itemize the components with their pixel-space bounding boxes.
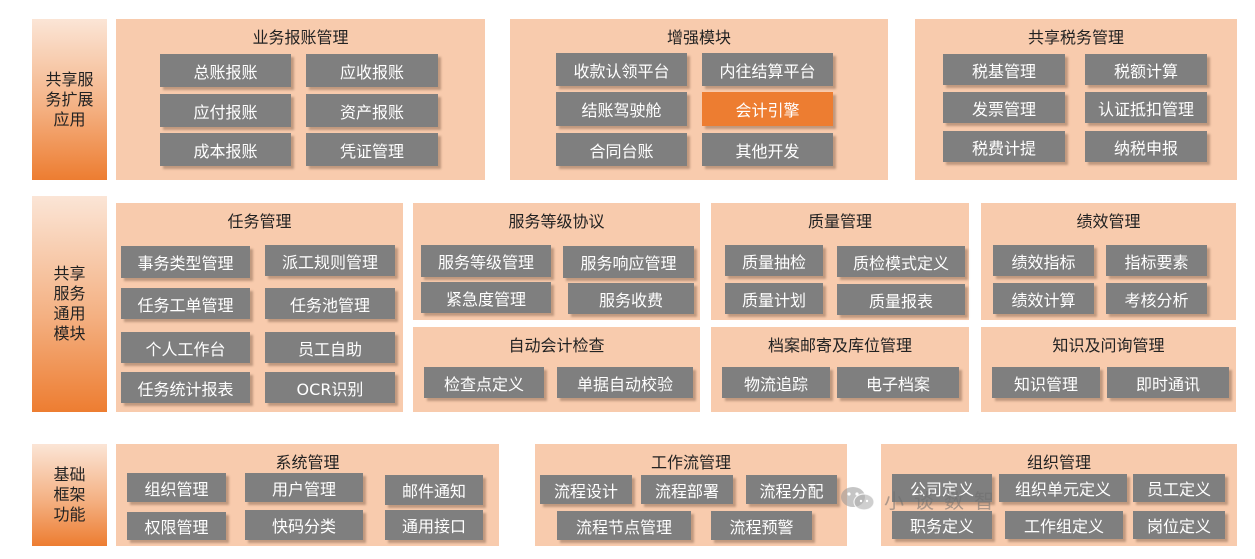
side-label-extension: 共享服 务扩展 应用 [32,19,107,180]
module-box[interactable]: 流程分配 [746,475,837,504]
side-label-common: 共享 服务 通用 模块 [32,196,107,412]
panel-enhancement: 增强模块 收款认领平台 内往结算平台 结账驾驶舱 会计引擎 合同台账 其他开发 [510,19,888,180]
panel-title: 系统管理 [275,453,340,472]
module-box[interactable]: 税基管理 [943,54,1065,85]
module-box[interactable]: 检查点定义 [424,367,544,398]
wechat-icon [841,487,875,511]
module-box[interactable]: 税额计算 [1085,54,1207,85]
module-box[interactable]: 组织管理 [127,473,226,502]
panel-title: 工作流管理 [650,453,731,472]
module-box[interactable]: 质量抽检 [725,245,823,276]
module-box[interactable]: 岗位定义 [1133,511,1225,539]
module-box[interactable]: 物流追踪 [722,367,830,398]
module-box[interactable]: 权限管理 [127,512,226,540]
module-box[interactable]: 快码分类 [245,510,363,540]
panel-title: 服务等级协议 [508,212,605,231]
module-box[interactable]: 凭证管理 [306,133,438,166]
module-box[interactable]: 流程节点管理 [557,511,691,540]
module-box[interactable]: 事务类型管理 [121,246,250,278]
panel-title: 档案邮寄及库位管理 [767,336,912,355]
module-box[interactable]: 公司定义 [892,474,992,502]
module-box[interactable]: 税费计提 [943,131,1065,162]
module-box[interactable]: 应收报账 [306,54,438,87]
module-box-highlight[interactable]: 会计引擎 [702,92,833,126]
module-box[interactable]: 质量报表 [837,284,965,315]
module-box[interactable]: 通用接口 [385,510,483,540]
panel-title: 增强模块 [666,28,731,47]
module-box[interactable]: OCR识别 [265,372,395,403]
panel-shared-tax: 共享税务管理 税基管理 税额计算 发票管理 认证抵扣管理 税费计提 纳税申报 [915,19,1237,180]
module-box[interactable]: 任务统计报表 [121,372,250,403]
module-box[interactable]: 质量计划 [725,283,823,314]
module-box[interactable]: 考核分析 [1106,283,1207,314]
module-box[interactable]: 应付报账 [160,94,291,127]
module-box[interactable]: 纳税申报 [1085,131,1207,162]
module-box[interactable]: 知识管理 [992,367,1100,398]
panel-title: 共享税务管理 [1027,28,1124,47]
module-box[interactable]: 任务池管理 [265,288,395,319]
panel-organization: 组织管理 公司定义 组织单元定义 员工定义 职务定义 工作组定义 岗位定义 [881,444,1237,546]
module-box[interactable]: 发票管理 [943,92,1065,123]
panel-sla: 服务等级协议 服务等级管理 服务响应管理 紧急度管理 服务收费 [413,203,700,320]
panel-performance: 绩效管理 绩效指标 指标要素 绩效计算 考核分析 [981,203,1236,320]
panel-knowledge: 知识及问询管理 知识管理 即时通讯 [981,327,1236,412]
module-box[interactable]: 员工自助 [265,332,395,363]
module-box[interactable]: 资产报账 [306,94,438,127]
module-box[interactable]: 个人工作台 [121,332,250,363]
module-box[interactable]: 流程预警 [711,511,812,540]
panel-title: 绩效管理 [1076,212,1141,231]
module-box[interactable]: 绩效计算 [993,283,1094,314]
module-box[interactable]: 绩效指标 [993,245,1094,276]
side-label-foundation: 基础 框架 功能 [32,444,107,546]
module-box[interactable]: 单据自动校验 [557,367,693,398]
module-box[interactable]: 流程设计 [540,475,632,504]
module-box[interactable]: 任务工单管理 [121,288,250,319]
module-box[interactable]: 服务等级管理 [421,245,551,277]
watermark-text: 小谈数智 [884,488,1004,513]
panel-title: 组织管理 [1026,453,1091,472]
module-box[interactable]: 认证抵扣管理 [1085,92,1207,123]
panel-auto-accounting-check: 自动会计检查 检查点定义 单据自动校验 [413,327,700,412]
module-box[interactable]: 即时通讯 [1107,367,1229,398]
module-box[interactable]: 指标要素 [1106,245,1207,276]
module-box[interactable]: 服务响应管理 [563,246,694,278]
panel-workflow: 工作流管理 流程设计 流程部署 流程分配 流程节点管理 流程预警 [535,444,847,546]
module-box[interactable]: 收款认领平台 [556,53,687,86]
module-box[interactable]: 成本报账 [160,133,291,166]
panel-system-management: 系统管理 组织管理 用户管理 邮件通知 权限管理 快码分类 通用接口 [116,444,499,546]
module-box[interactable]: 员工定义 [1133,474,1225,502]
panel-title: 自动会计检查 [508,336,605,355]
panel-archive: 档案邮寄及库位管理 物流追踪 电子档案 [711,327,969,412]
panel-title: 质量管理 [807,212,872,231]
module-box[interactable]: 服务收费 [568,283,694,314]
module-box[interactable]: 紧急度管理 [421,282,551,313]
panel-title: 任务管理 [227,212,292,231]
module-box[interactable]: 内往结算平台 [702,53,833,86]
panel-title: 业务报账管理 [252,28,349,47]
module-box[interactable]: 职务定义 [892,511,992,539]
module-box[interactable]: 合同台账 [556,133,687,166]
module-box[interactable]: 流程部署 [641,475,733,504]
module-box[interactable]: 总账报账 [160,54,291,87]
watermark: 小谈数智 [838,484,1004,514]
module-box[interactable]: 组织单元定义 [999,474,1127,502]
module-box[interactable]: 用户管理 [245,473,363,502]
module-box[interactable]: 结账驾驶舱 [556,92,687,126]
module-box[interactable]: 质检模式定义 [837,246,965,277]
module-box[interactable]: 派工规则管理 [265,245,395,276]
module-box[interactable]: 工作组定义 [1005,511,1123,539]
module-box[interactable]: 邮件通知 [385,475,483,505]
panel-task-management: 任务管理 事务类型管理 派工规则管理 任务工单管理 任务池管理 个人工作台 员工… [116,203,403,412]
panel-title: 知识及问询管理 [1052,336,1165,355]
module-box[interactable]: 其他开发 [702,133,833,166]
module-box[interactable]: 电子档案 [837,367,959,398]
panel-business-reimbursement: 业务报账管理 总账报账 应收报账 应付报账 资产报账 成本报账 凭证管理 [116,19,485,180]
panel-quality: 质量管理 质量抽检 质检模式定义 质量计划 质量报表 [711,203,969,320]
